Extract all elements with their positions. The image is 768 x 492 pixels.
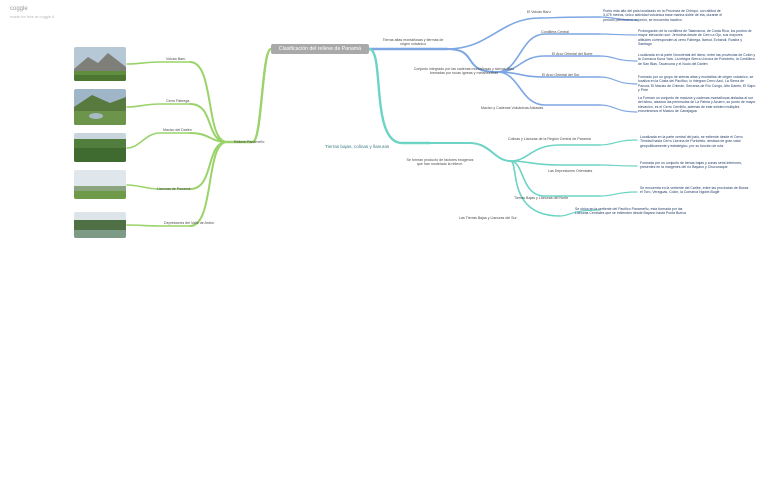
branch-relieve-panameno[interactable]: Relieve Panameño <box>234 140 265 144</box>
branch-cordilleras[interactable]: Conjunto integrado por las cadenas monta… <box>413 67 515 76</box>
volcano-image <box>74 47 126 81</box>
coggle-tagline[interactable]: made for free at coggle.it <box>10 14 55 19</box>
coggle-brand[interactable]: coggle <box>10 6 28 12</box>
branch-arco-oriental-sur[interactable]: El Arco Oriental del Sur <box>542 73 580 77</box>
branch-tierras-altas[interactable]: Tierras altas montañosas y tiermas de or… <box>382 38 444 47</box>
depresiones-photo <box>74 212 126 238</box>
branch-macizo-cadenas[interactable]: Macizo y Cadenas Volcánicas Aisladas <box>481 106 544 110</box>
leaf-arco-norte[interactable]: Localizada en la parte Nororiental del i… <box>638 53 756 66</box>
depresiones-image <box>74 212 126 238</box>
branch-tierras-bajas[interactable]: Tierras bajas, colinas y llanuras <box>325 144 390 149</box>
macizo-photo <box>74 133 126 162</box>
branch-tierras-bajas-norte[interactable]: Tierras Bajas y Llanuras del Norte <box>514 196 569 200</box>
volcano-photo <box>74 47 126 81</box>
leaf-colinas[interactable]: Localizada en la parte central del país,… <box>640 135 743 148</box>
llanuras-image <box>74 170 126 199</box>
llanuras-photo <box>74 170 126 199</box>
macizo-image <box>74 133 126 162</box>
root-node[interactable]: Clasificación del relieve de Panamá <box>271 44 369 54</box>
leaf-norte[interactable]: Se encuentra en la vertiente del Caribe,… <box>640 186 749 195</box>
cerro-photo <box>74 89 126 125</box>
branch-volcan-baru[interactable]: Volcán Barú <box>166 57 186 61</box>
branch-cerro-fabrega[interactable]: Cerro Fábrega <box>166 99 190 103</box>
branch-depresiones-anton[interactable]: Depresiones del Valle de Antón <box>164 221 214 225</box>
leaf-macizo-volcanico[interactable]: La Forman un conjunto de macizos y caden… <box>638 96 756 113</box>
branch-llanuras[interactable]: Llanuras de Panamá <box>157 187 191 191</box>
branch-macizo-darien[interactable]: Macizo del Darién <box>163 128 192 132</box>
branch-tierras-bajas-sur[interactable]: Las Tierras Bajas y Llanuras del Sur <box>459 216 517 220</box>
leaf-arco-sur[interactable]: Formado por un grupo de sierras altas y … <box>638 75 756 92</box>
branch-el-volcan-baru[interactable]: El Volcán Barú <box>527 10 551 14</box>
branch-tierras-bajas-desc[interactable]: Se forman producto de factores exogenos … <box>406 158 474 167</box>
branch-cordillera-central[interactable]: Cordillera Central <box>541 30 569 34</box>
branch-colinas-central[interactable]: Colinas y Llanuras de la Región Central … <box>508 137 591 141</box>
cerro-image <box>74 89 126 125</box>
branch-arco-oriental-norte[interactable]: El Arco Oriental del Norte <box>552 52 593 56</box>
leaf-baru[interactable]: Punto más alto del país localizado en la… <box>603 9 723 22</box>
leaf-cordillera-central[interactable]: Prolongación de la cordillera de Talaman… <box>638 29 752 46</box>
branch-depresiones-orientales[interactable]: Las Depresiones Orientales <box>548 169 593 173</box>
leaf-depresiones[interactable]: Formada por un conjunto de tierras bajas… <box>640 161 742 170</box>
leaf-sur[interactable]: Se ubica en la vertiente del Pacífico Pa… <box>575 207 686 216</box>
